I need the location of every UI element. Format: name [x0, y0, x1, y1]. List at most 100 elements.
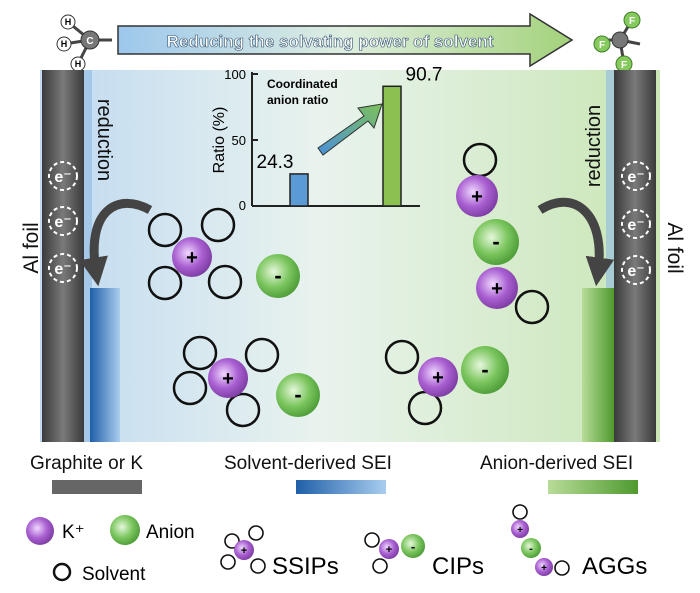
solvent-molecule-icon — [207, 264, 243, 300]
legend: K⁺ Anion Solvent + SSIPs + - CIPs — [26, 504, 647, 585]
free-anion: - — [256, 254, 300, 298]
solvent-molecule-icon — [182, 335, 218, 371]
ssip-cluster: + — [172, 335, 280, 428]
cation-icon — [172, 237, 212, 277]
svg-text:e⁻: e⁻ — [627, 169, 644, 186]
inset-ytick: 0 — [239, 198, 246, 213]
cation-icon — [476, 267, 518, 309]
electron-icon — [48, 253, 78, 283]
solvent-molecule-icon — [147, 212, 183, 248]
ssip-legend-icon: + — [220, 525, 266, 574]
cation-icon — [456, 175, 498, 217]
inset-bar — [289, 173, 309, 207]
svg-text:-: - — [492, 229, 499, 254]
svg-text:e⁻: e⁻ — [54, 214, 71, 231]
solvent-legend-label: Solvent — [82, 564, 146, 585]
svg-text:e⁻: e⁻ — [54, 261, 71, 278]
svg-text:+: + — [432, 367, 444, 389]
electron-icon — [621, 161, 651, 191]
anion-icon — [473, 219, 519, 265]
svg-text:H: H — [75, 59, 82, 69]
methyl-molecule-icon: H H H C — [56, 14, 112, 72]
solvent-molecule-icon — [172, 370, 208, 406]
svg-text:e⁻: e⁻ — [54, 169, 71, 186]
electron-icon — [621, 209, 651, 239]
solvent-derived-sei-layer — [90, 288, 120, 442]
inset-title-line1: Coordinated — [267, 77, 338, 91]
solvent-sei-swatch — [296, 480, 386, 494]
solvent-molecule-icon — [225, 392, 261, 428]
svg-text:-: - — [294, 382, 301, 407]
svg-text:F: F — [599, 40, 605, 51]
cation-legend-label: K⁺ — [62, 522, 85, 543]
anion-icon — [276, 373, 320, 417]
inset-title-line2: anion ratio — [267, 93, 328, 107]
right-electrons: e⁻ e⁻ e⁻ — [621, 161, 651, 285]
inset-bar-label: 24.3 — [257, 152, 294, 173]
svg-text:C: C — [86, 36, 93, 47]
cation-icon — [208, 358, 248, 398]
cation-legend-icon — [26, 517, 54, 545]
left-reduction-label: reduction — [93, 99, 115, 181]
svg-text:+: + — [491, 278, 503, 300]
electron-icon — [48, 161, 78, 191]
svg-text:e⁻: e⁻ — [627, 217, 644, 234]
inset-bar — [382, 85, 402, 207]
svg-text:-: - — [274, 263, 281, 288]
cip-legend-icon: + - — [364, 532, 425, 574]
ssip-legend-label: SSIPs — [272, 553, 339, 580]
inset-ytick: 100 — [224, 67, 246, 82]
inset-ylabel: Ratio (%) — [211, 107, 228, 174]
svg-text:H: H — [61, 39, 68, 49]
anion-icon — [256, 254, 300, 298]
graphite-swatch — [52, 480, 142, 494]
electron-icon — [48, 206, 78, 236]
agg-cluster: + - + — [456, 142, 550, 325]
left-electrons: e⁻ e⁻ e⁻ — [48, 161, 78, 283]
inset-bar-label: 90.7 — [406, 64, 443, 85]
banner-text: Reducing the solvating power of solvent — [167, 32, 494, 51]
anion-legend-icon — [110, 515, 140, 545]
left-electrode — [42, 70, 84, 442]
svg-text:+: + — [541, 563, 547, 574]
svg-text:-: - — [481, 357, 488, 382]
svg-text:+: + — [222, 368, 234, 390]
inset-chart: 0 50 100 Ratio (%) Coordinated anion rat… — [211, 64, 442, 213]
anion-sei-swatch — [548, 480, 638, 494]
svg-text:e⁻: e⁻ — [627, 263, 644, 280]
free-anion: - — [276, 373, 320, 417]
inset-ytick: 50 — [232, 133, 246, 148]
solvent-molecule-icon — [147, 265, 183, 301]
ssip-cluster: + — [147, 207, 243, 301]
solvent-molecule-icon — [514, 289, 550, 325]
solvent-molecule-icon — [384, 339, 420, 375]
left-bottom-label: Graphite or K — [30, 453, 143, 474]
svg-text:+: + — [386, 544, 392, 556]
solvent-trend-banner: Reducing the solvating power of solvent — [117, 12, 574, 68]
solvent-molecule-icon — [244, 337, 280, 373]
middle-bottom-label: Solvent-derived SEI — [224, 453, 392, 474]
right-reduction-arrow — [537, 197, 615, 287]
svg-text:+: + — [471, 186, 483, 208]
svg-text:+: + — [241, 545, 247, 557]
cip-cluster: + - — [384, 339, 509, 426]
right-bottom-label: Anion-derived SEI — [480, 453, 633, 474]
banner-arrow — [117, 12, 574, 68]
left-electrode-label: Al foil — [20, 222, 43, 273]
solvent-legend-icon — [52, 562, 72, 582]
trifluoromethyl-molecule-icon: F F F — [593, 11, 641, 73]
anion-legend-label: Anion — [146, 522, 195, 543]
svg-text:-: - — [529, 543, 533, 555]
right-reduction-label: reduction — [583, 105, 605, 187]
solvent-molecule-icon — [200, 207, 236, 243]
agg-legend-icon: + - + — [511, 504, 570, 576]
cip-legend-label: CIPs — [432, 553, 484, 580]
svg-text:-: - — [411, 539, 415, 554]
svg-text:H: H — [65, 17, 72, 27]
svg-text:+: + — [186, 247, 198, 269]
svg-text:F: F — [621, 60, 627, 71]
inset-trend-arrow — [317, 103, 383, 156]
electron-icon — [621, 255, 651, 285]
anion-derived-sei-layer — [582, 288, 614, 442]
svg-text:F: F — [629, 16, 635, 27]
